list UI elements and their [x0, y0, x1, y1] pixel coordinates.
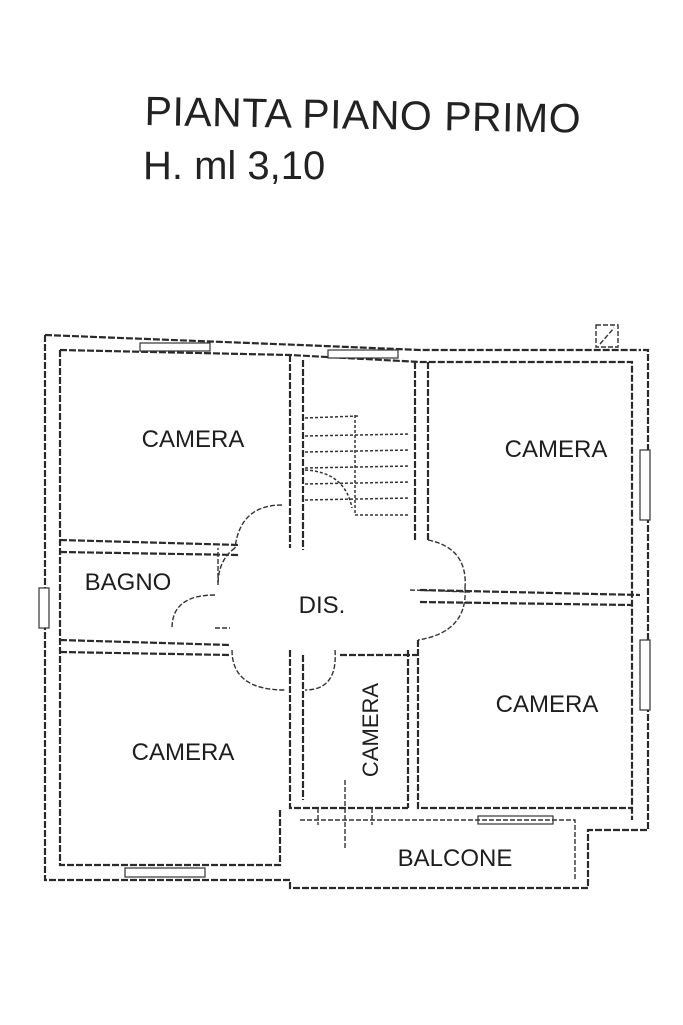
room-label-camera-top-left: CAMERA — [142, 426, 245, 453]
staircase — [304, 415, 411, 516]
window-bagno — [38, 587, 50, 629]
room-label-balcone: BALCONE — [398, 845, 513, 872]
room-label-camera-bottom-left: CAMERA — [132, 739, 235, 766]
room-label-camera-mid-right: CAMERA — [496, 691, 599, 718]
window-top-stair — [327, 349, 399, 359]
outer-walls — [43, 324, 650, 890]
room-label-camera-small: CAMERA — [358, 683, 383, 777]
door-swings — [171, 504, 471, 850]
room-label-dis: DIS. — [299, 592, 346, 619]
window-bottom-left — [124, 867, 206, 878]
windows — [38, 342, 651, 878]
window-right-top — [639, 449, 651, 521]
window-top-left — [139, 342, 211, 352]
room-label-bagno: BAGNO — [85, 569, 172, 596]
chimney-mark — [595, 324, 619, 348]
plan-height-subtitle: H. ml 3,10 — [143, 144, 326, 188]
room-label-camera-top-right: CAMERA — [505, 436, 608, 463]
window-right-bottom — [639, 639, 651, 711]
interior-walls — [59, 355, 641, 880]
